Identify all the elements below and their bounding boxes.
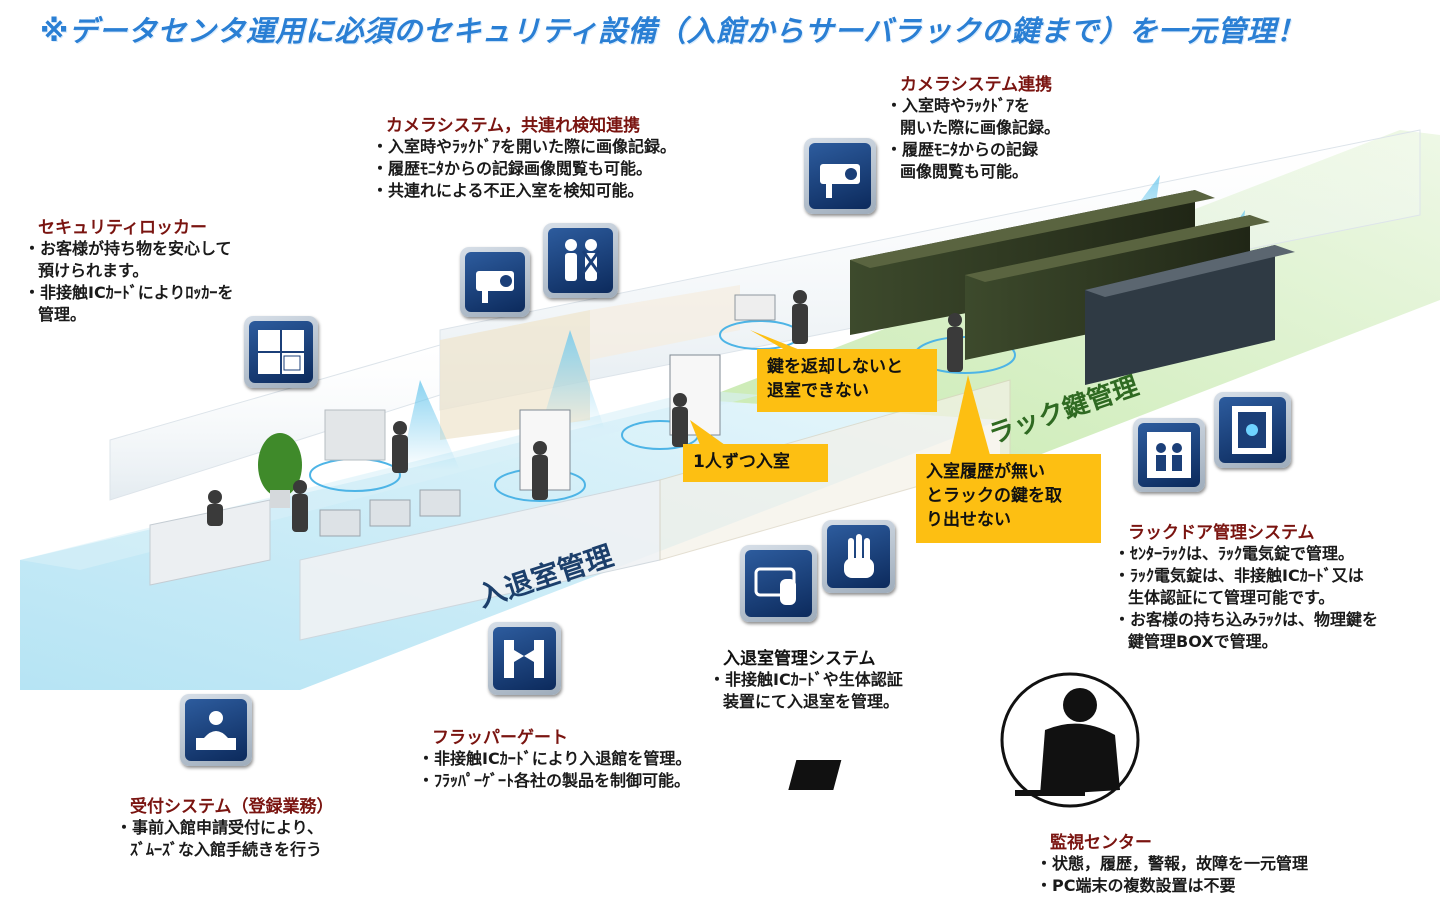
bullet-line: ・ｾﾝﾀｰﾗｯｸは、ﾗｯｸ電気錠で管理。: [1114, 544, 1355, 563]
camera-icon: [804, 138, 876, 214]
bullet-line: 画像閲覧も可能。: [900, 162, 1029, 181]
safe-icon: [1214, 392, 1291, 468]
callout-line: とラックの鍵を取: [926, 486, 1062, 506]
section-rack-door: ラックドア管理システム ・ｾﾝﾀｰﾗｯｸは、ﾗｯｸ電気錠で管理。 ・ﾗｯｸ電気錠…: [1114, 518, 1378, 653]
bullet-line: ・お客様の持ち込みﾗｯｸは、物理鍵を: [1114, 610, 1379, 629]
bullet-line: 鍵管理BOXで管理。: [1128, 632, 1278, 651]
callout-pointer: [750, 330, 805, 352]
camera-icon: [460, 247, 530, 317]
locker-icon: [244, 316, 318, 388]
bullet-line: ・履歴ﾓﾆﾀからの記録: [886, 140, 1039, 159]
plant-pot: [270, 490, 290, 508]
flapper-gate: [369, 499, 411, 527]
flapper-gate-icon: [488, 622, 561, 695]
callout-pointer: [690, 420, 725, 445]
bullet-line: ・入室時やﾗｯｸﾄﾞｱを開いた際に画像記録。: [372, 137, 677, 156]
section-heading: カメラシステム連携: [900, 75, 1053, 95]
key-box: [734, 294, 776, 321]
bullet-line: ・お客様が持ち物を安心して: [24, 239, 232, 258]
server-rack-row-3: [1085, 245, 1295, 385]
camera-beam-1: [400, 380, 460, 470]
bullet-line: ・非接触ICｶｰﾄﾞにより入退館を管理。: [418, 749, 692, 768]
section-reception: 受付システム（登録業務） ・事前入館申請受付により、 ｽﾞﾑｰｽﾞな入館手続きを…: [116, 792, 334, 861]
bullet-line: ・PC端末の複数設置は不要: [1036, 876, 1236, 895]
section-heading: 受付システム（登録業務）: [130, 797, 334, 817]
section-locker: セキュリティロッカー ・お客様が持ち物を安心して 預けられます。 ・非接触ICｶ…: [24, 213, 233, 326]
section-flapper: フラッパーゲート ・非接触ICｶｰﾄﾞにより入退館を管理。 ・ﾌﾗｯﾊﾟｰｹﾞｰ…: [418, 723, 691, 792]
rack-access-icon: [1133, 418, 1205, 492]
tailgate-detect-icon: [543, 223, 618, 298]
section-heading: セキュリティロッカー: [38, 218, 207, 238]
bullet-line: 管理。: [38, 305, 87, 324]
section-heading: ラックドア管理システム: [1128, 523, 1315, 543]
bullet-line: 装置にて入退室を管理。: [723, 692, 900, 711]
callout-one-person: 1人ずつ入室: [683, 444, 828, 482]
bullet-line: 預けられます。: [38, 261, 149, 280]
bullet-line: ・入室時やﾗｯｸﾄﾞｱを: [886, 96, 1031, 115]
bullet-line: ・状態，履歴，警報，故障を一元管理: [1036, 854, 1309, 873]
bullet-line: ・共連れによる不正入室を検知可能。: [372, 181, 644, 200]
reception-icon: [180, 694, 252, 766]
callout-line: り出せない: [926, 510, 1011, 530]
callout-no-history: 入室履歴が無い とラックの鍵を取 り出せない: [916, 454, 1101, 543]
callout-line: 鍵を返却しないと: [767, 357, 903, 377]
section-camera: カメラシステム連携 ・入室時やﾗｯｸﾄﾞｱを 開いた際に画像記録。 ・履歴ﾓﾆﾀ…: [886, 70, 1061, 183]
section-heading: フラッパーゲート: [432, 728, 568, 748]
bullet-line: ・非接触ICｶｰﾄﾞや生体認証: [709, 670, 903, 689]
camera-beam-2: [540, 330, 605, 430]
section-heading: 入退室管理システム: [723, 649, 876, 669]
bullet-line: 開いた際に画像記録。: [900, 118, 1061, 137]
bullet-line: ｽﾞﾑｰｽﾞな入館手続きを行う: [130, 840, 323, 859]
bullet-line: ・ﾗｯｸ電気錠は、非接触ICｶｰﾄﾞ又は: [1114, 566, 1364, 585]
section-heading: カメラシステム，共連れ検知連携: [386, 116, 641, 136]
flapper-gate: [419, 489, 461, 517]
callout-pointer: [950, 375, 990, 455]
hand-biometric-icon: [822, 520, 895, 593]
callout-key-return: 鍵を返却しないと 退室できない: [757, 349, 937, 412]
callout-line: 退室できない: [767, 381, 869, 401]
section-monitoring: 監視センター ・状態，履歴，警報，故障を一元管理 ・PC端末の複数設置は不要: [1036, 828, 1308, 897]
callout-line: 入室履歴が無い: [926, 462, 1045, 482]
section-entry-system: 入退室管理システム ・非接触ICｶｰﾄﾞや生体認証 装置にて入退室を管理。: [709, 644, 903, 713]
page-title: ※データセンタ運用に必須のセキュリティ設備（入館からサーバラックの鍵まで）を一元…: [40, 14, 1306, 48]
flapper-gate: [319, 509, 361, 537]
locker-cabinet: [324, 409, 386, 461]
section-camera-tailgate: カメラシステム，共連れ検知連携 ・入室時やﾗｯｸﾄﾞｱを開いた際に画像記録。 ・…: [372, 111, 676, 202]
server-rack-row-1: [850, 190, 1215, 335]
person-silhouettes: [207, 290, 963, 532]
bullet-line: ・履歴ﾓﾆﾀからの記録画像閲覧も可能。: [372, 159, 653, 178]
section-heading: 監視センター: [1050, 833, 1152, 853]
plant: [258, 433, 302, 497]
callout-line: 1人ずつ入室: [693, 452, 790, 472]
ic-card-icon: [740, 545, 817, 622]
bullet-line: ・非接触ICｶｰﾄﾞによりﾛｯｶｰを: [24, 283, 234, 302]
wall-segment-2: [590, 285, 740, 360]
reception-counter: [149, 499, 271, 586]
bullet-line: ・事前入館申請受付により、: [116, 818, 324, 837]
operator-icon: [788, 672, 1140, 808]
bullet-line: ・ﾌﾗｯﾊﾟｰｹﾞｰﾄ各社の製品を制御可能。: [418, 771, 691, 790]
bullet-line: 生体認証にて管理可能です。: [1128, 588, 1335, 607]
